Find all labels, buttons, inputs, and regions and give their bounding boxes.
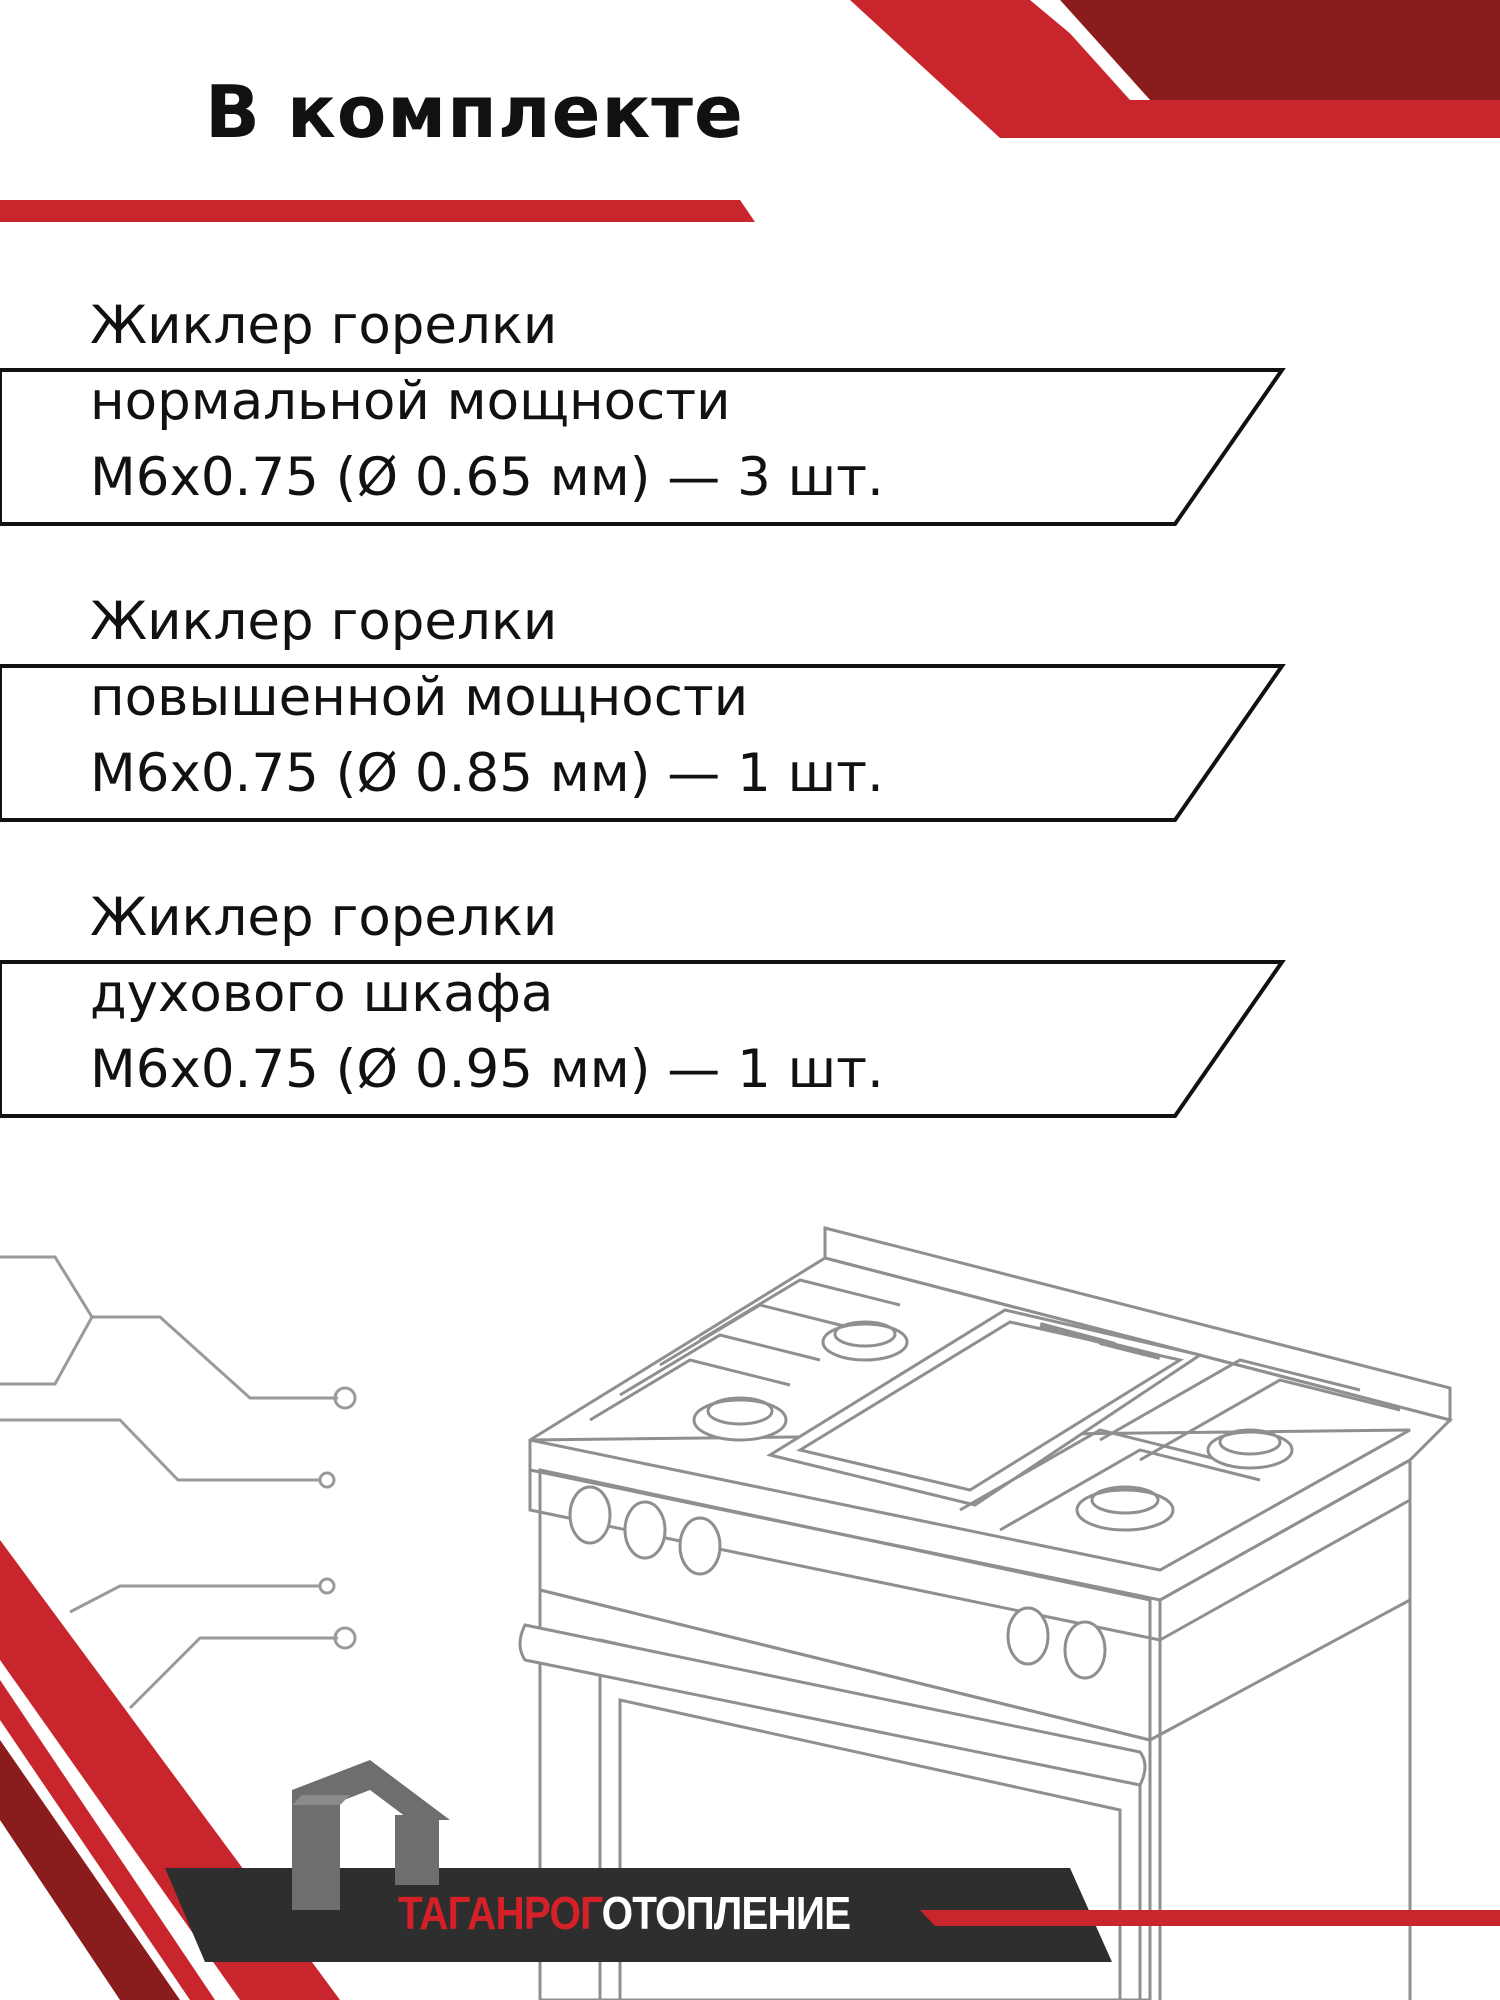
kit-item-2-line-3: M6x0.75 (Ø 0.85 мм) — 1 шт. (90, 743, 884, 804)
kit-item-3-line-1: Жиклер горелки (90, 887, 558, 948)
page-title: В комплекте (205, 70, 744, 154)
kit-item-1-line-1: Жиклер горелки (90, 295, 558, 356)
kit-item-3-line-3: M6x0.75 (Ø 0.95 мм) — 1 шт. (90, 1039, 884, 1100)
kit-item-2-line-2: повышенной мощности (90, 667, 749, 728)
brand-name-part-2: ОТОПЛЕНИЕ (601, 1887, 851, 1939)
kit-item-3-line-2: духового шкафа (90, 963, 554, 1024)
gas-stove-illustration (518, 1226, 1453, 2000)
house-logo-icon (292, 1760, 450, 1910)
kit-item-2: Жиклер горелки повышенной мощности M6x0.… (90, 584, 884, 812)
brand-logo (165, 1760, 1500, 1962)
item-frame-3 (0, 960, 1286, 1118)
kit-item-1-line-3: M6x0.75 (Ø 0.65 мм) — 3 шт. (90, 447, 884, 508)
kit-item-2-line-1: Жиклер горелки (90, 591, 558, 652)
item-frame-1 (0, 368, 1286, 526)
kit-item-3: Жиклер горелки духового шкафа M6x0.75 (Ø… (90, 880, 884, 1108)
brand-name: ТАГАНРОГОТОПЛЕНИЕ (398, 1886, 851, 1940)
top-right-stripes (850, 0, 1500, 138)
circuit-lines-decoration (0, 1255, 357, 1710)
kit-item-1: Жиклер горелки нормальной мощности M6x0.… (90, 288, 884, 516)
item-frame-2 (0, 664, 1286, 822)
title-underline (0, 200, 755, 222)
brand-name-part-1: ТАГАНРОГ (398, 1887, 602, 1939)
kit-item-1-line-2: нормальной мощности (90, 371, 731, 432)
